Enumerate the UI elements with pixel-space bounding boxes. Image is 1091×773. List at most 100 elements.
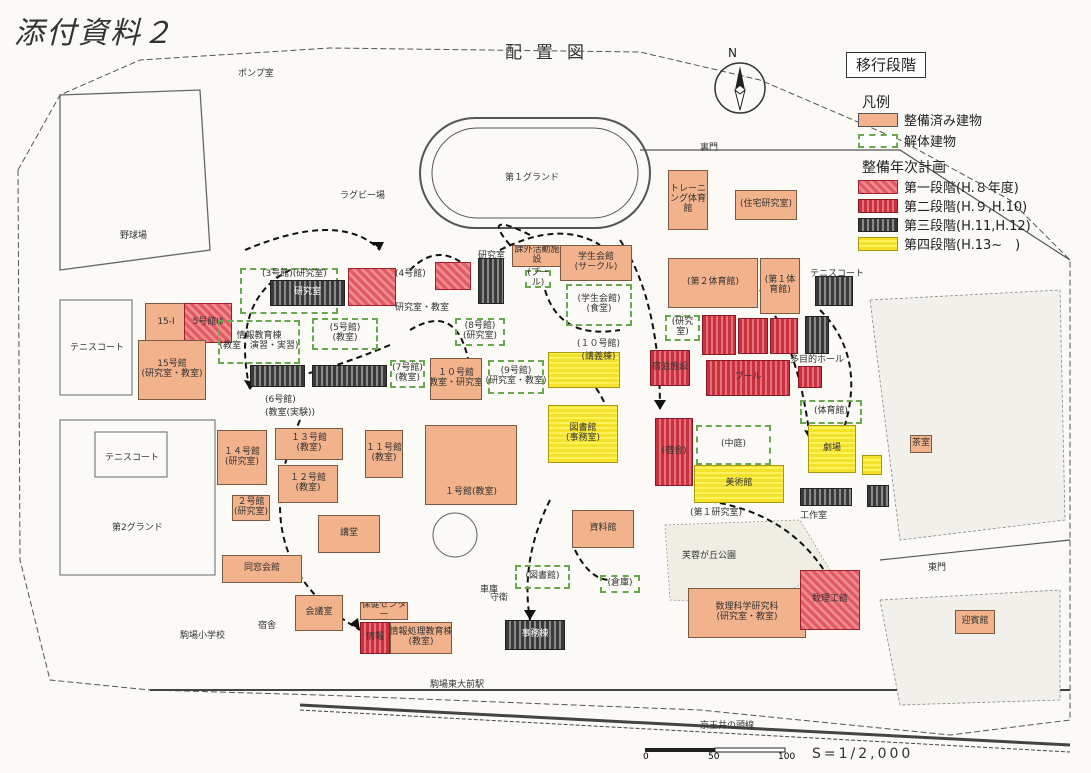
scale-text: S=1/2,000 xyxy=(812,746,914,762)
residential-area-east xyxy=(869,289,1066,541)
demolish-8kan: (8号館) (研究室) xyxy=(455,318,505,346)
label-4kan: (4号館) xyxy=(395,269,426,279)
legend-label-done: 整備済み建物 xyxy=(904,114,983,129)
legend-label-phase4: 第四段階(H.13~ ) xyxy=(904,238,1021,253)
building-health: 保健センター xyxy=(360,602,408,620)
demolish-student-hall: (学生会館) (食堂) xyxy=(566,284,632,326)
building-gym2: (第２体育館) xyxy=(668,258,758,308)
building-10kan-lecture xyxy=(548,352,620,388)
label-road1: 駒場東大前駅 xyxy=(430,680,485,690)
building-archive: 資料館 xyxy=(572,510,634,548)
legend-phase4: 第四段階(H.13~ ) xyxy=(858,234,1020,253)
legend-swatch-done xyxy=(858,112,898,127)
building-office: 事務棟 xyxy=(505,620,565,650)
building-6kan-new xyxy=(250,365,305,387)
document-title: 添付資料２ xyxy=(14,16,174,51)
map-title: 配置図 xyxy=(505,43,598,63)
east-road xyxy=(640,149,1071,261)
demolish-warehouse: (倉庫) xyxy=(600,575,640,593)
building-alumni: 同窓会館 xyxy=(222,555,302,583)
label-research: 研究室 xyxy=(478,251,506,261)
label-dorm: 宿舎 xyxy=(258,621,277,631)
legend-phase3: 第三段階(H.11,H.12) xyxy=(858,215,1031,234)
building-info-proc: 情報処理教育棟 (教室) xyxy=(390,622,452,654)
tennis2-label: テニスコート xyxy=(105,453,160,463)
rugby-label: ラグビー場 xyxy=(340,191,386,201)
legend-swatch-phase2 xyxy=(858,198,898,213)
label-park: 芙蓉が丘公園 xyxy=(682,551,737,561)
building-phase2-c xyxy=(770,318,798,354)
running-track xyxy=(419,117,651,229)
building-15i: 15-Ⅰ xyxy=(145,303,187,343)
building-multi-purpose xyxy=(798,366,822,388)
roundabout xyxy=(432,512,478,558)
demolish-lab-small: (研究室) xyxy=(665,315,700,341)
label-workshop: 工作室 xyxy=(800,511,828,521)
demolish-7kan: (7号館) (教室) xyxy=(390,360,425,388)
legend-done: 整備済み建物 xyxy=(858,110,982,129)
building-7kan-new xyxy=(312,365,387,387)
label-road3: 東門 xyxy=(928,563,947,573)
building-training: トレーニング体育館 xyxy=(668,170,708,230)
building-science: 数理工館 xyxy=(800,570,860,630)
building-phase2-a xyxy=(702,315,736,355)
building-12kan: １２号館 (教室) xyxy=(278,465,338,503)
ground2-label: 第2グランド xyxy=(112,523,163,533)
scale-tick-100: 100 xyxy=(778,752,796,762)
tennis-court-2 xyxy=(94,431,168,478)
legend-phase2: 第二段階(H.９,H.10) xyxy=(858,196,1027,215)
building-13kan: １３号館 (教室) xyxy=(275,428,343,460)
compass-rose-icon xyxy=(714,62,766,114)
compass-north-label: N xyxy=(728,46,737,60)
label-research-center: (第１研究室) xyxy=(690,508,743,518)
tennis-court-1 xyxy=(59,299,133,396)
building-art: 美術館 xyxy=(694,465,784,503)
demolish-library-old: (図書館) xyxy=(515,565,570,589)
building-gym-new xyxy=(815,276,853,306)
scale-tick-50: 50 xyxy=(708,752,720,762)
legend-label-phase2: 第二段階(H.９,H.10) xyxy=(904,200,1028,215)
building-student-hall: 学生会館 (サークル) xyxy=(560,245,632,281)
label-research-teaching: 研究室・教室 xyxy=(395,303,450,313)
building-gym1: (第１体育館) xyxy=(760,258,800,314)
demolish-courtyard: (中庭) xyxy=(696,425,771,465)
building-5kan: 5号館ⅠⅡ xyxy=(184,303,232,343)
campus-boundary xyxy=(17,47,1071,736)
demolish-pool: (プール) xyxy=(525,268,551,288)
building-phase2-b xyxy=(738,318,768,354)
legend-swatch-demolish xyxy=(858,133,898,148)
building-research-4 xyxy=(478,258,504,304)
building-1kan: １号館(教室) xyxy=(425,425,517,505)
legend-label-phase1: 第一段階(H.８年度) xyxy=(904,181,1019,196)
compass xyxy=(712,60,768,116)
legend-swatch-phase3 xyxy=(858,217,898,232)
building-theater: 劇場 xyxy=(808,425,856,473)
building-pool: プール xyxy=(706,360,790,396)
building-lecture-hall: 講堂 xyxy=(318,515,380,553)
scale-bar xyxy=(645,747,786,753)
label-6kan: (6号館) (教室(実験)) xyxy=(265,395,316,418)
railway xyxy=(299,703,1071,747)
label-10kan-lecture: (１０号館) (講義棟) xyxy=(577,339,621,362)
phase-box: 移行段階 xyxy=(846,52,926,78)
building-guest: 迎賓館 xyxy=(955,610,995,634)
building-research-2 xyxy=(348,268,396,306)
running-track-inner xyxy=(431,127,639,219)
building-lodging: 宿泊施設 xyxy=(650,350,690,386)
building-science-lab: 数理科学研究科 (研究室・教室) xyxy=(688,588,806,638)
legend-plan-title: 整備年次計画 xyxy=(862,160,946,176)
legend-label-demolish: 解体建物 xyxy=(904,135,957,150)
label-school: 駒場小学校 xyxy=(180,631,226,641)
residential-area-southeast xyxy=(879,589,1061,706)
building-phase4-small xyxy=(862,455,882,475)
building-15: 15号館 (研究室・教室) xyxy=(138,340,206,400)
label-shed: 車庫 xyxy=(480,585,499,595)
building-11kan: １１号館 (教室) xyxy=(365,430,403,478)
building-dorm-lab: (住宅研究室) xyxy=(735,190,797,220)
park-area xyxy=(664,519,831,606)
building-2kan: ２号館 (研究室) xyxy=(232,495,270,521)
label-road2: 京王井の頭線 xyxy=(700,721,755,731)
demolish-5kan: (5号館) (教室) xyxy=(312,318,378,350)
building-info: 情報 xyxy=(360,622,390,654)
